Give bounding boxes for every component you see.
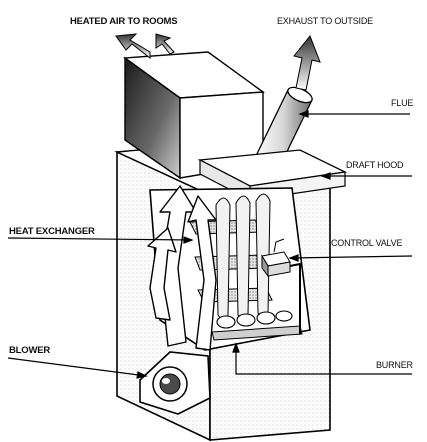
- cutaway-interior: [149, 187, 311, 351]
- label-burner: BURNER: [376, 360, 413, 370]
- control-valve-box: [261, 238, 291, 278]
- leader-heat-exchanger: [7, 237, 193, 241]
- arrow-exhaust: [293, 35, 321, 91]
- leader-blower: [7, 357, 147, 377]
- blower: [139, 351, 211, 415]
- label-exhaust: EXHAUST TO OUTSIDE: [277, 16, 373, 26]
- gas-manifold: [211, 325, 303, 341]
- arrow-heated-air: [115, 33, 175, 60]
- burner-heads: [216, 310, 293, 329]
- airflow-arrow-center: [187, 195, 217, 351]
- label-flue: FLUE: [391, 98, 414, 108]
- label-control-valve: CONTROL VALVE: [331, 238, 403, 248]
- leader-lines: [7, 110, 413, 379]
- airflow-arrows: [147, 185, 217, 351]
- leader-control-valve: [289, 255, 413, 259]
- leader-burner: [235, 344, 412, 375]
- gas-line: [289, 262, 301, 334]
- label-draft-hood: DRAFT HOOD: [346, 160, 404, 170]
- label-heated-air: HEATED AIR TO ROOMS: [70, 16, 178, 27]
- label-heat-exchanger: HEAT EXCHANGER: [9, 226, 95, 237]
- label-blower: BLOWER: [9, 345, 51, 356]
